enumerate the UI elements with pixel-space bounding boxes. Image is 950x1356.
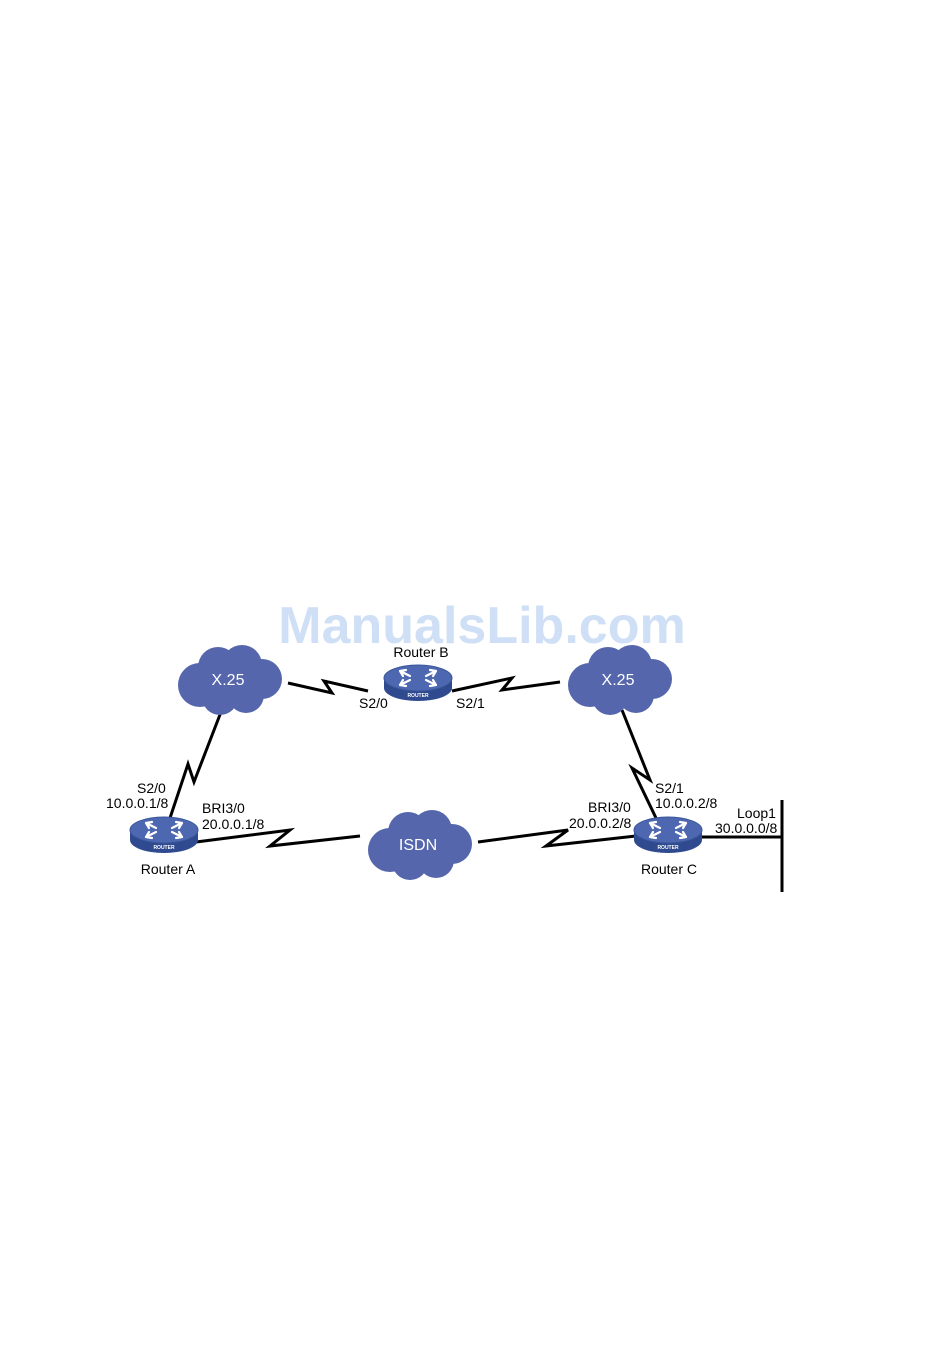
router-a-s20-ip: 10.0.0.1/8 xyxy=(106,795,168,811)
router-a-bri30-label: BRI3/0 xyxy=(202,800,245,816)
link-isdn-routerc xyxy=(478,830,636,846)
router-b-s21-label: S2/1 xyxy=(456,695,485,711)
router-b-name: Router B xyxy=(393,644,448,660)
cloud-isdn: ISDN xyxy=(368,810,472,880)
router-c-loop1-ip: 30.0.0.0/8 xyxy=(715,820,777,836)
router-a-name: Router A xyxy=(141,861,196,877)
router-b-badge: ROUTER xyxy=(407,693,429,699)
link-routerb-xright xyxy=(452,678,560,691)
router-c-badge: ROUTER xyxy=(657,845,679,851)
router-a-badge: ROUTER xyxy=(153,845,175,851)
router-c-loop1-label: Loop1 xyxy=(737,805,776,821)
cloud-x25-left-label: X.25 xyxy=(212,672,245,689)
router-c: ROUTER xyxy=(634,817,702,853)
router-b: ROUTER xyxy=(384,665,452,701)
link-xleft-routerb xyxy=(288,681,368,693)
link-routera-isdn xyxy=(196,830,360,846)
router-c-s21-label: S2/1 xyxy=(655,780,684,796)
router-c-bri30-label: BRI3/0 xyxy=(588,799,631,815)
router-b-s20-label: S2/0 xyxy=(359,695,388,711)
cloud-x25-right-label: X.25 xyxy=(602,672,635,689)
router-a: ROUTER xyxy=(130,817,198,853)
router-a-s20-label: S2/0 xyxy=(137,780,166,796)
router-a-bri30-ip: 20.0.0.1/8 xyxy=(202,816,264,832)
cloud-x25-right: X.25 xyxy=(568,645,672,715)
cloud-x25-left: X.25 xyxy=(178,645,282,715)
cloud-isdn-label: ISDN xyxy=(399,837,437,854)
router-c-name: Router C xyxy=(641,861,697,877)
router-c-bri30-ip: 20.0.0.2/8 xyxy=(569,815,631,831)
watermark-text: ManualsLib.com xyxy=(278,597,685,655)
router-c-s21-ip: 10.0.0.2/8 xyxy=(655,795,717,811)
